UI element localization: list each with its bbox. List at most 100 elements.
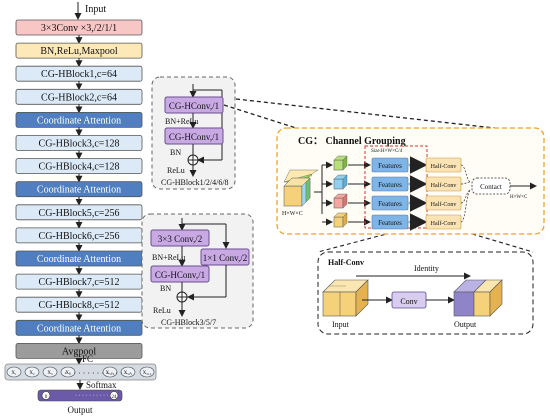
cg-feature-box: Features: [371, 176, 409, 192]
fc-label: FC: [82, 354, 93, 364]
half-conv-conv: Conv: [400, 297, 417, 306]
add-icon: [187, 154, 199, 166]
block-b-bn: BN: [160, 284, 171, 293]
main-block-4: CG-HBlock2,c=64: [15, 88, 143, 105]
main-block-label: CG-HBlock4,c=128: [39, 162, 120, 173]
main-block-12: CG-HBlock7,c=512: [15, 273, 143, 290]
block-b-relu: ReLu: [153, 306, 171, 315]
channel-grouping-panel: CG： Channel Grouping H×W×C Size:H×W×C/4 …: [276, 127, 545, 235]
svg-text:Contact: Contact: [480, 183, 502, 191]
fc-node-label: X₅₁₀: [106, 371, 115, 376]
block-a-bn: BN: [170, 148, 181, 157]
identity-label: Identity: [414, 264, 439, 273]
output-node-0: 0: [45, 395, 48, 400]
cg-feature-label: Features: [378, 219, 402, 227]
half-conv-output-cube: [453, 279, 503, 317]
block-b-caption: CG-HBlock3/5/7: [161, 318, 216, 327]
block-a-conv1: CG-HConv,/1: [169, 101, 219, 111]
input-label: Input: [85, 4, 106, 15]
main-block-3: CG-HBlock1,c=64: [15, 65, 143, 82]
svg-text:· · · · · · · · · · · · · · ·: · · · · · · · · · · · · · · ·: [64, 369, 132, 378]
cg-feature-label: Features: [378, 181, 402, 189]
main-block-9: CG-HBlock5,c=256: [15, 204, 143, 221]
cg-size-label: Size:H×W×C/4: [371, 149, 403, 154]
cg-input-dims: H×W×C: [282, 211, 303, 217]
main-block-label: BN,ReLu,Maxpool: [40, 46, 117, 57]
main-block-8: Coordinate Attention: [15, 181, 143, 198]
output-node-24: 24: [112, 395, 118, 400]
main-block-11: Coordinate Attention: [15, 250, 143, 267]
cg-half-conv-label: Half-Conv: [431, 220, 457, 227]
block-a-relu: ReLu: [167, 166, 185, 175]
main-block-2: BN,ReLu,Maxpool: [15, 42, 143, 59]
fc-node: [42, 366, 58, 378]
group-cube-1: [333, 155, 348, 171]
cg-contact: Contact: [471, 177, 511, 195]
cg-half-conv-box: Half-Conv: [425, 195, 462, 211]
output-label: Output: [67, 405, 93, 415]
main-block-label: CG-HBlock5,c=256: [39, 208, 120, 219]
cg-feature-box: Features: [371, 157, 409, 173]
block-a-caption: CG-HBlock1/2/4/6/8: [161, 178, 229, 187]
group-cube-2: [333, 174, 348, 190]
main-block-label: Coordinate Attention: [37, 254, 121, 265]
cg-feature-label: Features: [378, 162, 402, 170]
cg-half-conv-label: Half-Conv: [431, 163, 457, 170]
fc-node: [139, 366, 155, 378]
cg-feature-label: Features: [378, 200, 402, 208]
softmax-label: Softmax: [86, 380, 117, 390]
fc-node-label: X₃: [47, 371, 53, 376]
fc-node: [102, 366, 118, 378]
cg-half-conv-label: Half-Conv: [431, 201, 457, 208]
block-a-bn-relu: BN+ReLu: [165, 117, 198, 126]
hblock-b-panel: 3×3 Conv,/2 1×1 Conv,/2 BN+ReLu CG-HConv…: [141, 213, 254, 329]
cg-half-conv-box: Half-Conv: [425, 176, 462, 192]
fc-node-label: X₅₁₂: [143, 371, 152, 376]
group-cube-3: [333, 193, 348, 209]
half-conv-output-label: Output: [454, 320, 477, 329]
main-block-7: CG-HBlock4,c=128: [15, 158, 143, 175]
cg-half-conv-box: Half-Conv: [425, 214, 462, 230]
main-block-label: CG-HBlock3,c=128: [39, 139, 120, 150]
block-b-bn-relu: BN+ReLu: [152, 253, 185, 262]
group-cube-4: [333, 212, 348, 228]
main-block-label: CG-HBlock1,c=64: [41, 69, 117, 80]
fc-node: [60, 366, 76, 378]
main-block-13: CG-HBlock8,c=512: [15, 296, 143, 313]
half-conv-input-label: Input: [332, 320, 350, 329]
cg-feature-box: Features: [371, 214, 409, 230]
block-a-conv2: CG-HConv,/1: [169, 132, 219, 142]
main-block-label: CG-HBlock6,c=256: [39, 231, 120, 242]
fc-node: [6, 366, 22, 378]
main-block-6: CG-HBlock3,c=128: [15, 135, 143, 151]
fc-node-label: X₄: [65, 371, 71, 376]
half-conv-input-cube: [322, 279, 369, 317]
fc-node: [24, 366, 40, 378]
main-block-label: Coordinate Attention: [37, 323, 121, 334]
main-block-14: Coordinate Attention: [15, 319, 143, 336]
cg-input-cube: [283, 169, 319, 207]
fc-node-label: X₁: [11, 371, 17, 376]
main-block-label: Coordinate Attention: [37, 115, 121, 126]
block-b-conv1: 3×3 Conv,/2: [158, 234, 203, 244]
output-layer: 0 · · · · · · · · · · 24: [37, 389, 123, 402]
fc-node-label: X₅₁₁: [124, 371, 133, 376]
main-block-label: CG-HBlock2,c=64: [41, 92, 117, 103]
main-block-15: Avgpool: [15, 342, 143, 359]
cg-title: CG： Channel Grouping: [298, 136, 406, 147]
cg-half-conv-label: Half-Conv: [431, 182, 457, 189]
fc-node: [120, 366, 136, 378]
svg-text:· · · · · · · · · ·: · · · · · · · · · ·: [75, 393, 108, 399]
block-b-shortcut: 1×1 Conv,/2: [203, 253, 248, 263]
main-block-label: 3×3Conv ×3,/2/1/1: [41, 23, 117, 34]
main-column: Input 3×3Conv ×3,/2/1/1BN,ReLu,MaxpoolCG…: [4, 2, 157, 415]
main-block-10: CG-HBlock6,c=256: [15, 227, 143, 244]
main-block-label: CG-HBlock7,c=512: [39, 277, 120, 288]
half-conv-title: Half-Conv: [328, 258, 364, 267]
main-block-label: Avgpool: [62, 346, 96, 357]
cg-output-dims: H×W×C: [510, 195, 528, 200]
main-block-label: Coordinate Attention: [37, 185, 121, 196]
cg-half-conv-box: Half-Conv: [425, 157, 462, 173]
